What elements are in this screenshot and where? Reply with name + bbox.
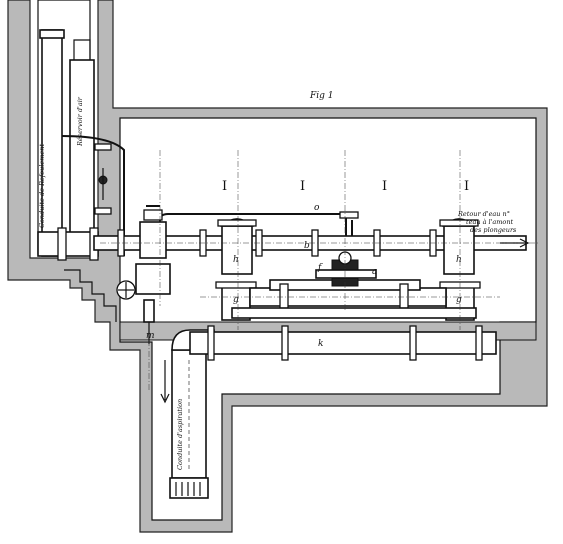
letter-o: o [314, 203, 320, 213]
label-discharge-pipe: Conduite de Refoulement [38, 144, 46, 228]
label-return-line-1: Retour d'eau n° [457, 210, 510, 218]
roman-marker: I [464, 179, 469, 194]
label-return-line-2: teau à l'amont [466, 218, 514, 226]
roman-marker: I [222, 179, 227, 194]
axis-lines [100, 150, 540, 390]
letter-g-right: g [456, 295, 462, 305]
label-air-reservoir: Réservoir d'air [76, 96, 84, 147]
part-letters: o h h g g f a b k m [146, 203, 462, 349]
strainer-grid [175, 482, 201, 496]
pump-chamber-right [439, 218, 481, 321]
letter-h-left: h [233, 255, 239, 265]
letter-h-right: h [456, 255, 462, 265]
letter-b: b [304, 241, 310, 251]
suction-pipe [160, 329, 215, 499]
valve-assembly-left [116, 205, 171, 344]
lower-pipe-k [189, 325, 497, 361]
letter-k: k [318, 339, 323, 349]
discharge-pipe [37, 29, 125, 261]
figure-title: Fig 1 [309, 91, 333, 101]
letter-g-left: g [233, 295, 239, 305]
roman-marker: I [300, 179, 305, 194]
label-suction-pipe: Conduite d'aspiration [176, 399, 184, 470]
roman-markers: I I I I [222, 179, 469, 194]
roman-marker: I [382, 179, 387, 194]
label-return-line-3: des plongeurs [470, 226, 517, 234]
letter-f: f [317, 263, 323, 273]
letter-a: a [372, 267, 377, 277]
letter-m: m [146, 331, 155, 341]
